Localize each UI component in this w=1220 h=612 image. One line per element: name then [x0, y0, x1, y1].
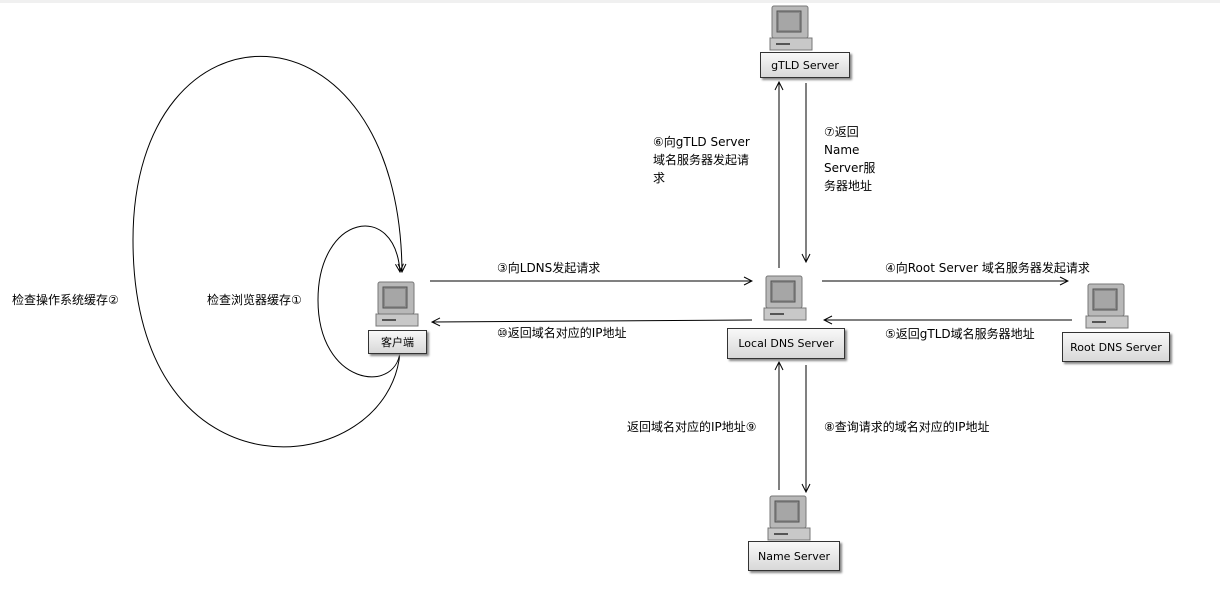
os-cache-loop — [132, 55, 402, 448]
node-gtld-server: gTLD Server — [760, 52, 850, 78]
arrow-step10 — [432, 320, 753, 322]
label-step7: ⑦返回Name Server服务器地址 — [824, 125, 876, 193]
node-client: 客户端 — [368, 330, 427, 354]
top-border — [0, 0, 1220, 3]
label-step4: ④向Root Server 域名服务器发起请求 — [885, 261, 1090, 275]
computer-icon — [1085, 283, 1129, 329]
computer-icon — [375, 281, 419, 327]
label-step5: ⑤返回gTLD域名服务器地址 — [885, 327, 1035, 341]
label-step3: ③向LDNS发起请求 — [497, 261, 601, 275]
label-step8: ⑧查询请求的域名对应的IP地址 — [824, 420, 990, 434]
node-name-server: Name Server — [748, 541, 840, 571]
node-root-dns-server: Root DNS Server — [1062, 332, 1170, 362]
node-local-dns-server: Local DNS Server — [727, 328, 845, 359]
label-step9: 返回域名对应的IP地址⑨ — [627, 420, 757, 434]
computer-icon — [763, 275, 807, 321]
label-os-cache: 检查操作系统缓存② — [12, 293, 119, 307]
label-browser-cache: 检查浏览器缓存① — [207, 293, 302, 307]
label-step6: ⑥向gTLD Server 域名服务器发起请求 — [653, 135, 750, 185]
label-step10: ⑩返回域名对应的IP地址 — [497, 326, 627, 340]
browser-cache-loop — [317, 225, 400, 378]
computer-icon — [767, 495, 811, 541]
computer-icon — [769, 5, 813, 51]
